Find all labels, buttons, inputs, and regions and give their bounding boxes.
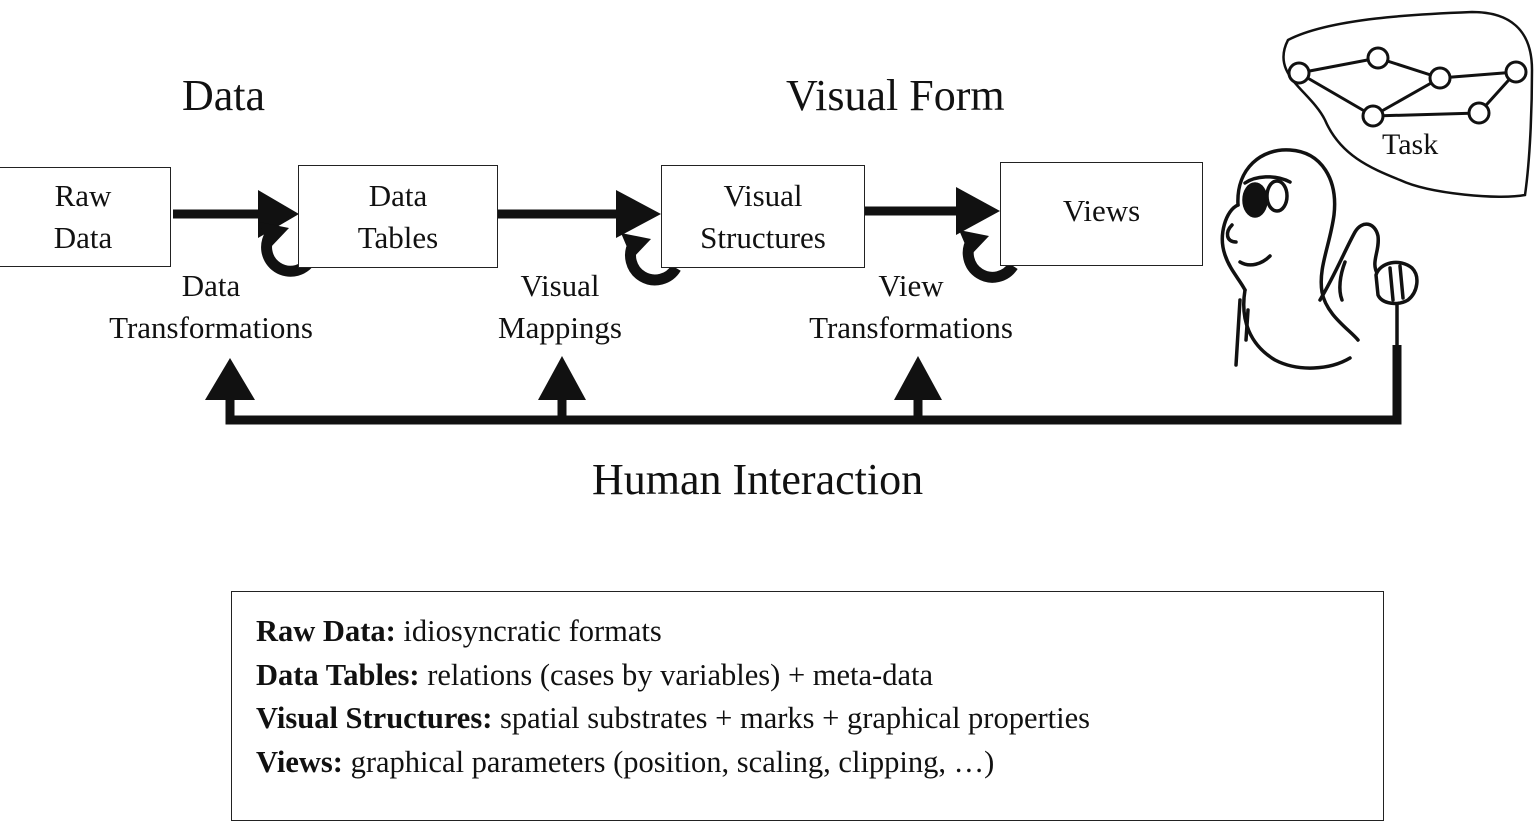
stage-heading-data: Data <box>182 71 266 120</box>
legend-desc: graphical parameters (position, scaling,… <box>342 744 995 779</box>
data-transformations-line-1: Data <box>181 268 241 303</box>
arrow-up-visual-mappings <box>538 356 586 400</box>
legend-row-data-tables: Data Tables: relations (cases by variabl… <box>256 654 1383 698</box>
data-transformations-line-2: Transformations <box>109 309 313 345</box>
arrow-tables-to-structures <box>498 190 661 238</box>
arrow-up-view-transformations <box>894 356 942 400</box>
legend-desc: relations (cases by variables) + meta-da… <box>419 657 934 692</box>
human-interaction-label: Human Interaction <box>592 455 924 504</box>
loop-icon-views <box>959 230 1018 283</box>
feedback-line <box>205 345 1402 425</box>
loop-icon-visual-structures <box>621 233 681 286</box>
data-tables-line-2: Tables <box>357 219 439 255</box>
stage-heading-visual-form: Visual Form <box>786 71 1005 120</box>
visual-mappings-line-1: Visual <box>520 268 600 303</box>
legend-row-views: Views: graphical parameters (position, s… <box>256 741 1383 785</box>
arrow-structures-to-views <box>865 187 1000 235</box>
data-tables-line-1: Data <box>368 177 428 213</box>
views-line-1: Views <box>1062 193 1141 229</box>
raw-data-line-1: Raw <box>54 178 112 214</box>
view-transformations-line-2: Transformations <box>809 309 1013 345</box>
task-label: Task <box>1382 128 1439 161</box>
arrow-up-data-transformations <box>205 358 255 400</box>
legend-desc: spatial substrates + marks + graphical p… <box>492 701 1091 736</box>
view-transformations-line-1: View <box>878 268 944 303</box>
legend-term: Data Tables: <box>256 657 420 692</box>
legend-term: Raw Data: <box>256 614 396 648</box>
legend-row-visual-structures: Visual Structures: spatial substrates + … <box>256 697 1383 741</box>
raw-data-line-2: Data <box>53 220 113 255</box>
visual-structures-line-1: Visual <box>723 177 803 213</box>
user-figure-icon <box>1220 148 1419 370</box>
data-transformations-label: Data Transformations <box>86 265 336 349</box>
visual-structures-line-2: Structures <box>700 219 826 255</box>
task-cloud-icon <box>1282 10 1534 198</box>
legend-term: Visual Structures: <box>256 701 493 736</box>
legend-term: Views: <box>256 744 343 779</box>
legend-row-raw-data: Raw Data: idiosyncratic formats <box>256 610 1383 654</box>
view-transformations-label: View Transformations <box>786 265 1036 349</box>
visual-mappings-label: Visual Mappings <box>480 265 640 349</box>
legend-box: Raw Data: idiosyncratic formats Data Tab… <box>231 591 1384 821</box>
legend-desc: idiosyncratic formats <box>395 614 662 648</box>
visual-mappings-line-2: Mappings <box>498 309 622 345</box>
views-box: Views <box>1000 162 1203 266</box>
diagram-graphics <box>173 10 1534 425</box>
